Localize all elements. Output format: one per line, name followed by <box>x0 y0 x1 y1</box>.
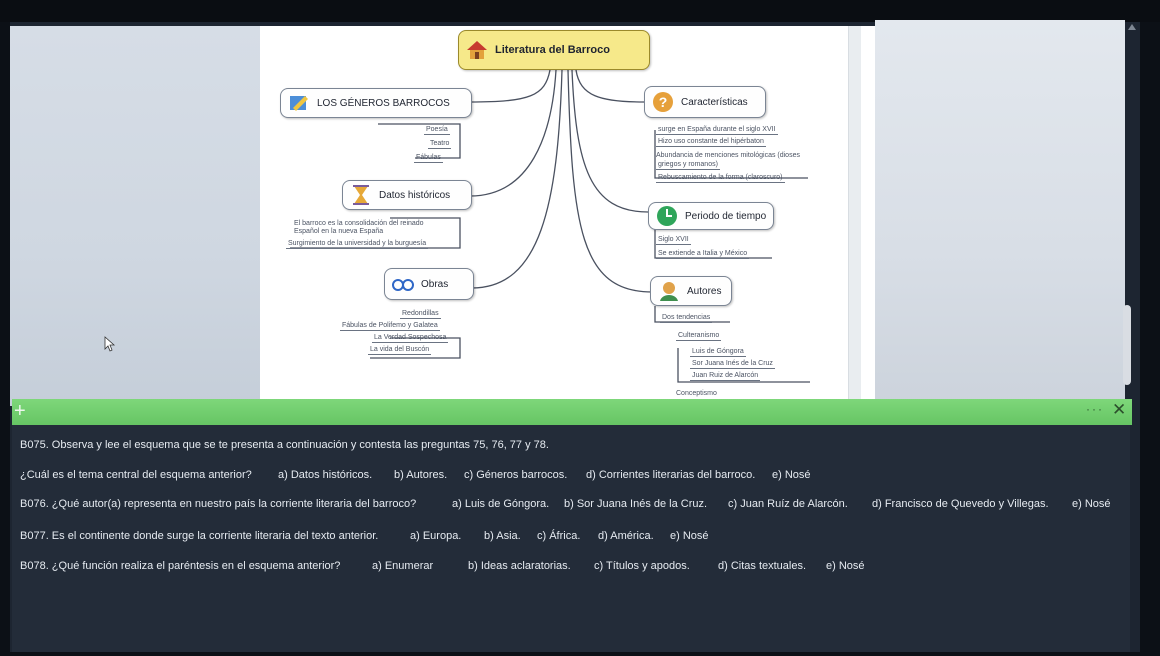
caracteristicas-item: Abundancia de menciones mitológicas (dio… <box>656 152 800 159</box>
datos-item: Español en la nueva España <box>294 228 384 235</box>
question-78-option-a[interactable]: a) Enumerar <box>372 560 434 572</box>
question-77-text: B077. Es el continente donde surge la co… <box>20 530 379 542</box>
autores-item: Luis de Góngora <box>690 348 746 357</box>
mindmap-canvas: Literatura del Barroco LOS GÉNEROS BARRO… <box>260 26 875 402</box>
question-mark-icon: ? <box>651 90 675 114</box>
mindmap-title: Literatura del Barroco <box>495 44 610 56</box>
question-77-option-b[interactable]: b) Asia. <box>484 530 521 542</box>
question-76-text: B076. ¿Qué autor(a) representa en nuestr… <box>20 498 417 510</box>
question-77-option-c[interactable]: c) África. <box>537 530 581 542</box>
question-78-text: B078. ¿Qué función realiza el paréntesis… <box>20 560 341 572</box>
question-76-option-a[interactable]: a) Luis de Góngora. <box>452 498 550 510</box>
caracteristicas-label: Características <box>681 96 748 108</box>
question-78-option-e[interactable]: e) Nosé <box>826 560 865 572</box>
obras-item: Fábulas de Polifemo y Galatea <box>340 322 440 331</box>
periodo-item: Siglo XVII <box>656 236 691 245</box>
right-backdrop <box>875 20 1125 406</box>
question-75-option-c[interactable]: c) Géneros barrocos. <box>464 469 568 481</box>
generos-item: Teatro <box>428 140 452 149</box>
left-backdrop <box>10 26 260 406</box>
question-intro: B075. Observa y lee el esquema que se te… <box>20 439 549 451</box>
add-button[interactable]: + <box>14 400 26 422</box>
question-75-option-b[interactable]: b) Autores. <box>394 469 448 481</box>
house-icon <box>465 38 489 62</box>
caracteristicas-item: surge en España durante el siglo XVII <box>656 126 778 135</box>
question-78-option-c[interactable]: c) Títulos y apodos. <box>594 560 690 572</box>
monitor-bezel <box>0 0 1160 22</box>
mindmap-side-bar <box>848 26 861 402</box>
autores-label: Autores <box>687 285 722 297</box>
question-77-option-a[interactable]: a) Europa. <box>410 530 462 542</box>
datos-label: Datos históricos <box>379 189 451 201</box>
obras-label: Obras <box>421 278 449 290</box>
datos-item: Surgimiento de la universidad y la burgu… <box>286 240 429 249</box>
caracteristicas-item: Rebuscamiento de la forma (claroscuro) <box>656 174 785 183</box>
periodo-box: Periodo de tiempo <box>648 202 774 230</box>
generos-box: LOS GÉNEROS BARROCOS <box>280 88 472 118</box>
question-76-option-c[interactable]: c) Juan Ruíz de Alarcón. <box>728 498 848 510</box>
svg-text:?: ? <box>659 94 668 110</box>
datos-item: El barroco es la consolidación del reina… <box>294 220 424 227</box>
question-76-option-b[interactable]: b) Sor Juana Inés de la Cruz. <box>564 498 708 510</box>
autores-item: Juan Ruiz de Alarcón <box>690 372 761 381</box>
caracteristicas-item: griegos y romanos) <box>656 161 720 170</box>
autores-item: Culteranismo <box>676 332 722 341</box>
pencil-icon <box>287 91 311 115</box>
generos-label: LOS GÉNEROS BARROCOS <box>317 97 450 109</box>
caracteristicas-item: Hizo uso constante del hipérbaton <box>656 138 766 147</box>
glasses-icon <box>391 272 415 296</box>
autores-item: Dos tendencias <box>660 314 713 323</box>
obras-item: La vida del Buscón <box>368 346 432 355</box>
datos-box: Datos históricos <box>342 180 472 210</box>
hourglass-icon <box>349 183 373 207</box>
autores-box: Autores <box>650 276 732 306</box>
more-options-button[interactable]: ··· <box>1086 402 1104 416</box>
questions-panel <box>12 425 1130 652</box>
mindmap-title-box: Literatura del Barroco <box>458 30 650 70</box>
question-75-option-e[interactable]: e) Nosé <box>772 469 811 481</box>
caracteristicas-box: ? Características <box>644 86 766 118</box>
question-75-text: ¿Cuál es el tema central del esquema ant… <box>20 469 252 481</box>
question-78-option-b[interactable]: b) Ideas aclaratorias. <box>468 560 571 572</box>
question-78-option-d[interactable]: d) Citas textuales. <box>718 560 807 572</box>
question-77-option-d[interactable]: d) América. <box>598 530 654 542</box>
generos-item: Poesía <box>424 126 450 135</box>
mindmap-connectors <box>290 69 810 383</box>
question-77-option-e[interactable]: e) Nosé <box>670 530 709 542</box>
question-75-option-d[interactable]: d) Corrientes literarias del barroco. <box>586 469 756 481</box>
generos-item: Fábulas <box>414 154 443 163</box>
page-scrollbar-thumb[interactable] <box>1123 305 1131 385</box>
obras-item: La Verdad Sospechosa <box>372 334 449 343</box>
scroll-up-arrow-icon[interactable] <box>1128 24 1136 30</box>
person-icon <box>657 279 681 303</box>
window-titlebar <box>12 399 1132 425</box>
question-76-option-e[interactable]: e) Nosé <box>1072 498 1111 510</box>
autores-item: Sor Juana Inés de la Cruz <box>690 360 775 369</box>
close-button[interactable]: ✕ <box>1112 400 1127 419</box>
mouse-cursor-icon <box>104 336 116 352</box>
obras-box: Obras <box>384 268 474 300</box>
question-76-option-d[interactable]: d) Francisco de Quevedo y Villegas. <box>872 498 1049 510</box>
mindmap-image: Literatura del Barroco LOS GÉNEROS BARRO… <box>260 26 875 402</box>
periodo-item: Se extiende a Italia y México <box>656 250 750 259</box>
question-75-option-a[interactable]: a) Datos históricos. <box>278 469 373 481</box>
periodo-label: Periodo de tiempo <box>685 210 767 222</box>
obras-item: Redondillas <box>400 310 441 319</box>
autores-item: Conceptismo <box>676 390 717 397</box>
clock-icon <box>655 204 679 228</box>
